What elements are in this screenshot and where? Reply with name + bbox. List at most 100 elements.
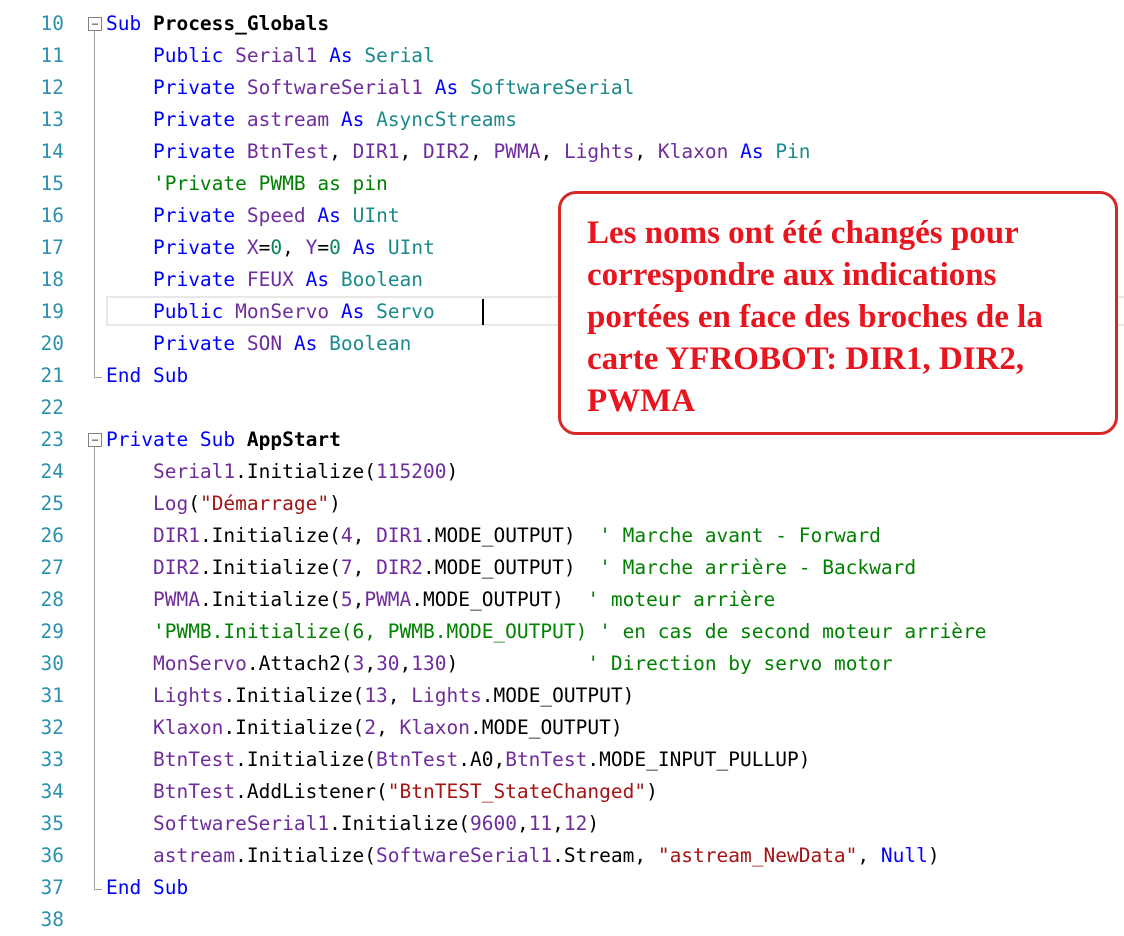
line-code[interactable]: 'Private PWMB as pin bbox=[106, 168, 388, 200]
code-token: , bbox=[470, 140, 494, 163]
line-code[interactable]: MonServo.Attach2(3,30,130) ' Direction b… bbox=[106, 648, 893, 680]
code-token: , bbox=[634, 140, 658, 163]
line-code[interactable]: End Sub bbox=[106, 360, 188, 392]
fold-guide-end bbox=[94, 377, 102, 378]
line-code[interactable]: Public Serial1 As Serial bbox=[106, 40, 435, 72]
line-code[interactable]: Private X=0, Y=0 As UInt bbox=[106, 232, 435, 264]
line-number: 31 bbox=[40, 684, 64, 707]
line-code[interactable]: PWMA.Initialize(5,PWMA.MODE_OUTPUT) ' mo… bbox=[106, 584, 775, 616]
code-token bbox=[235, 268, 247, 291]
code-line[interactable]: 15 'Private PWMB as pin bbox=[0, 168, 1124, 200]
collapse-icon[interactable]: − bbox=[88, 17, 102, 31]
code-line[interactable]: 10 Sub Process_Globals bbox=[0, 8, 1124, 40]
line-code[interactable]: Private BtnTest, DIR1, DIR2, PWMA, Light… bbox=[106, 136, 811, 168]
code-token: "BtnTEST_StateChanged" bbox=[387, 780, 647, 803]
code-token: SON bbox=[246, 332, 283, 355]
code-token bbox=[353, 44, 365, 67]
line-code[interactable]: BtnTest.Initialize(BtnTest.A0,BtnTest.MO… bbox=[106, 744, 810, 776]
code-token: , bbox=[352, 556, 377, 579]
code-line[interactable]: 32 Klaxon.Initialize(2, Klaxon.MODE_OUTP… bbox=[0, 712, 1124, 744]
line-number: 16 bbox=[40, 204, 64, 227]
line-code[interactable]: Sub Process_Globals bbox=[106, 8, 329, 40]
line-code[interactable]: DIR2.Initialize(7, DIR2.MODE_OUTPUT) ' M… bbox=[106, 552, 916, 584]
code-line[interactable]: 38 bbox=[0, 904, 1124, 936]
code-token: Lights bbox=[563, 140, 635, 163]
code-line[interactable]: 19 Public MonServo As Servo bbox=[0, 296, 1124, 328]
line-code[interactable]: Private FEUX As Boolean bbox=[106, 264, 423, 296]
code-token: SoftwareSerial1 bbox=[246, 76, 424, 99]
code-line[interactable]: 36 astream.Initialize(SoftwareSerial1.St… bbox=[0, 840, 1124, 872]
code-token: Lights bbox=[411, 684, 482, 707]
code-line[interactable]: 17 Private X=0, Y=0 As UInt bbox=[0, 232, 1124, 264]
code-token: astream bbox=[246, 108, 330, 131]
line-code[interactable]: Private Sub AppStart bbox=[106, 424, 341, 456]
line-number: 26 bbox=[40, 524, 64, 547]
code-token: = bbox=[317, 236, 330, 259]
line-code[interactable]: BtnTest.AddListener("BtnTEST_StateChange… bbox=[106, 776, 658, 808]
code-token: SoftwareSerial1 bbox=[376, 844, 553, 867]
code-line[interactable]: 22 bbox=[0, 392, 1124, 424]
code-token: PWMA bbox=[364, 588, 412, 611]
code-line[interactable]: 27 DIR2.Initialize(7, DIR2.MODE_OUTPUT) … bbox=[0, 552, 1124, 584]
code-token: .MODE_OUTPUT) bbox=[481, 684, 635, 707]
code-token: .AddListener( bbox=[235, 780, 388, 803]
collapse-icon[interactable]: − bbox=[88, 433, 102, 447]
line-code[interactable]: Private SON As Boolean bbox=[106, 328, 411, 360]
line-number: 10 bbox=[40, 12, 64, 35]
code-line[interactable]: 12 Private SoftwareSerial1 As SoftwareSe… bbox=[0, 72, 1124, 104]
code-token: Private bbox=[152, 236, 236, 259]
line-code[interactable]: Serial1.Initialize(115200) bbox=[106, 456, 458, 488]
line-code[interactable]: Klaxon.Initialize(2, Klaxon.MODE_OUTPUT) bbox=[106, 712, 623, 744]
code-line[interactable]: 34 BtnTest.AddListener("BtnTEST_StateCha… bbox=[0, 776, 1124, 808]
code-line[interactable]: 16 Private Speed As UInt bbox=[0, 200, 1124, 232]
code-token: , bbox=[364, 652, 377, 675]
code-token: Null bbox=[880, 844, 928, 867]
line-code[interactable]: Private SoftwareSerial1 As SoftwareSeria… bbox=[106, 72, 634, 104]
line-code[interactable]: 'PWMB.Initialize(6, PWMB.MODE_OUTPUT) ' … bbox=[106, 616, 987, 648]
code-token: .Initialize( bbox=[235, 748, 377, 771]
code-line[interactable]: 11 Public Serial1 As Serial bbox=[0, 40, 1124, 72]
code-token bbox=[106, 716, 153, 739]
code-token: As bbox=[305, 268, 330, 291]
line-number: 38 bbox=[40, 908, 64, 931]
code-token bbox=[329, 300, 341, 323]
line-code[interactable]: Private astream As AsyncStreams bbox=[106, 104, 517, 136]
code-line[interactable]: 28 PWMA.Initialize(5,PWMA.MODE_OUTPUT) '… bbox=[0, 584, 1124, 616]
code-line[interactable]: 14 Private BtnTest, DIR1, DIR2, PWMA, Li… bbox=[0, 136, 1124, 168]
code-line[interactable]: 29 'PWMB.Initialize(6, PWMB.MODE_OUTPUT)… bbox=[0, 616, 1124, 648]
code-line[interactable]: 18 Private FEUX As Boolean bbox=[0, 264, 1124, 296]
line-code[interactable]: Log("Démarrage") bbox=[106, 488, 341, 520]
code-token: X bbox=[246, 236, 259, 259]
code-token: DIR2 bbox=[152, 556, 200, 579]
code-token bbox=[106, 524, 153, 547]
code-line[interactable]: 20 Private SON As Boolean bbox=[0, 328, 1124, 360]
code-token: Private bbox=[152, 204, 236, 227]
code-line[interactable]: 31 Lights.Initialize(13, Lights.MODE_OUT… bbox=[0, 680, 1124, 712]
line-code[interactable]: End Sub bbox=[106, 872, 188, 904]
code-line[interactable]: 25 Log("Démarrage") bbox=[0, 488, 1124, 520]
code-line[interactable]: 24 Serial1.Initialize(115200) bbox=[0, 456, 1124, 488]
code-line[interactable]: 26 DIR1.Initialize(4, DIR1.MODE_OUTPUT) … bbox=[0, 520, 1124, 552]
line-code[interactable]: Private Speed As UInt bbox=[106, 200, 400, 232]
code-token: Serial bbox=[364, 44, 435, 67]
line-code[interactable]: DIR1.Initialize(4, DIR1.MODE_OUTPUT) ' M… bbox=[106, 520, 881, 552]
code-line[interactable]: 30 MonServo.Attach2(3,30,130) ' Directio… bbox=[0, 648, 1124, 680]
line-code[interactable]: astream.Initialize(SoftwareSerial1.Strea… bbox=[106, 840, 940, 872]
code-token bbox=[235, 76, 247, 99]
line-code[interactable]: Public MonServo As Servo bbox=[106, 296, 435, 328]
code-token: 'Private PWMB as pin bbox=[152, 172, 388, 195]
code-line[interactable]: 33 BtnTest.Initialize(BtnTest.A0,BtnTest… bbox=[0, 744, 1124, 776]
code-token: As bbox=[293, 332, 318, 355]
code-line[interactable]: 13 Private astream As AsyncStreams bbox=[0, 104, 1124, 136]
code-token: .MODE_INPUT_PULLUP) bbox=[587, 748, 811, 771]
code-token: As bbox=[329, 44, 353, 67]
line-code[interactable]: SoftwareSerial1.Initialize(9600,11,12) bbox=[106, 808, 599, 840]
code-token bbox=[106, 204, 153, 227]
line-code[interactable]: Lights.Initialize(13, Lights.MODE_OUTPUT… bbox=[106, 680, 634, 712]
code-line[interactable]: 35 SoftwareSerial1.Initialize(9600,11,12… bbox=[0, 808, 1124, 840]
code-token: Log bbox=[152, 492, 189, 515]
